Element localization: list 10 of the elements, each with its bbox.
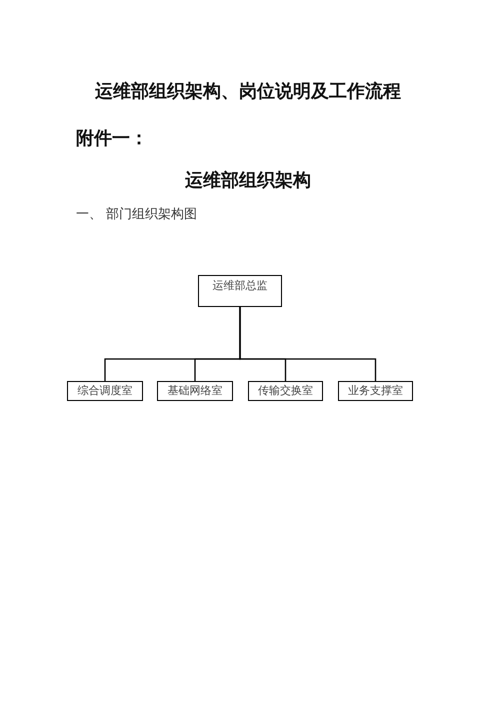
subsection-heading: 一、 部门组织架构图: [76, 208, 198, 222]
org-box: 基础网络室: [157, 381, 233, 401]
org-box: 业务支撑室: [338, 381, 413, 401]
section-title: 运维部组织架构: [185, 171, 311, 191]
connector-line: [239, 307, 376, 381]
org-box: 运维部总监: [198, 275, 282, 307]
appendix-heading: 附件一：: [76, 129, 148, 149]
org-box: 综合调度室: [67, 381, 143, 401]
document-title: 运维部组织架构、岗位说明及工作流程: [95, 82, 401, 102]
org-box: 传输交换室: [248, 381, 323, 401]
